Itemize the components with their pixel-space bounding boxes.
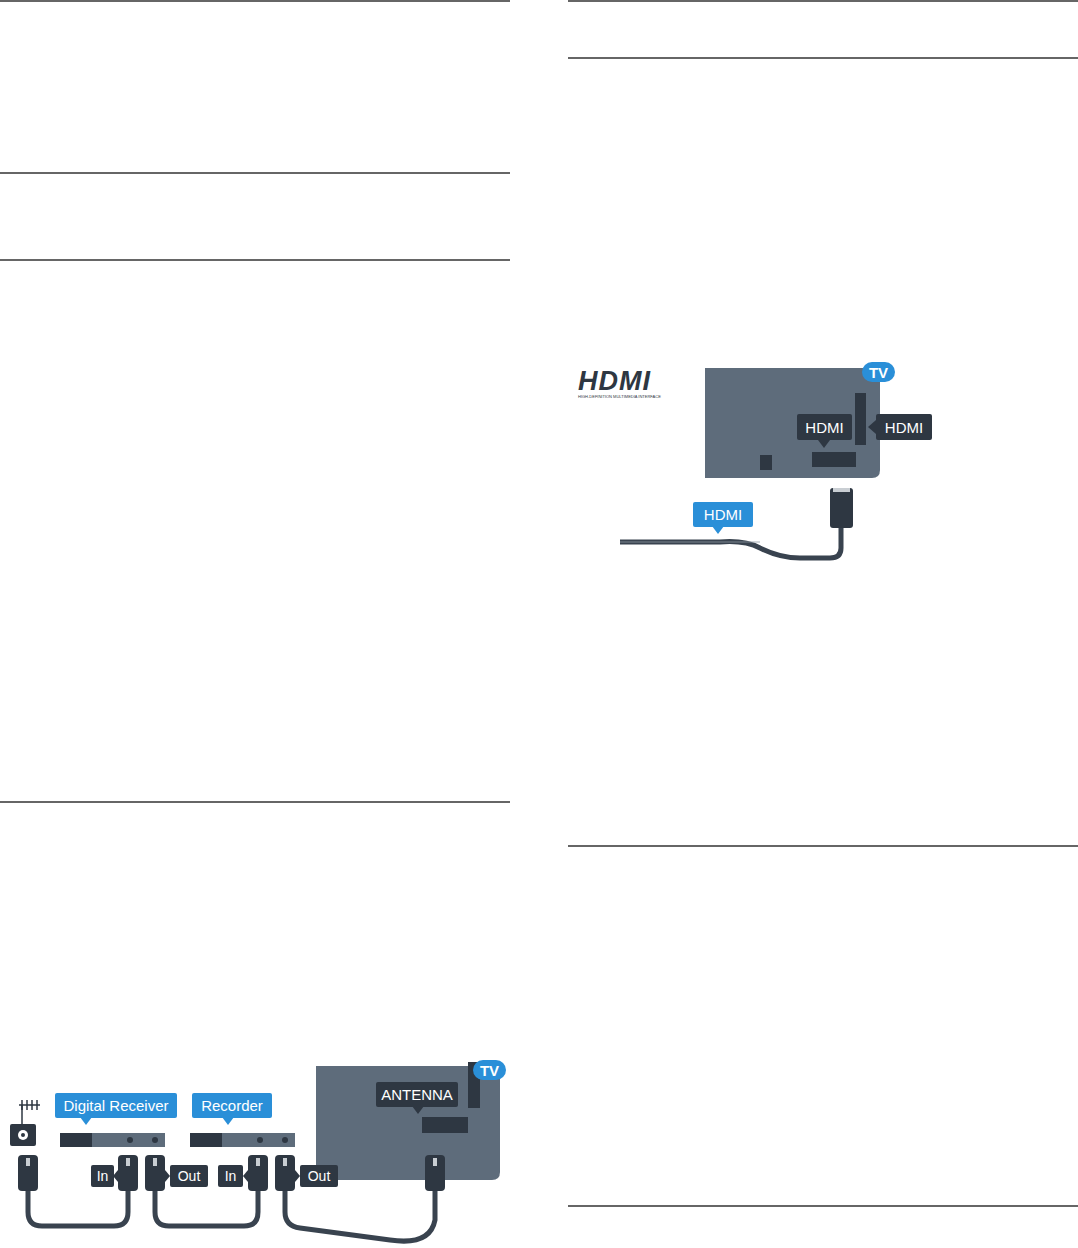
- tv-badge: TV: [473, 1060, 506, 1080]
- tv-badge: TV: [862, 362, 895, 382]
- port-callout: ANTENNA: [376, 1082, 458, 1107]
- callout-text: In: [97, 1168, 109, 1184]
- out-callout: Out: [170, 1165, 208, 1187]
- callout-text: HDMI: [805, 419, 843, 436]
- port-callout: HDMI: [797, 414, 852, 440]
- callout-text: ANTENNA: [381, 1086, 453, 1103]
- cable-callout: HDMI: [693, 502, 753, 527]
- out-callout: Out: [300, 1165, 338, 1187]
- logo-subtitle: HIGH-DEFINITION MULTIMEDIA INTERFACE: [578, 394, 661, 399]
- device-callout: Digital Receiver: [55, 1093, 177, 1118]
- port-callout: HDMI: [876, 414, 932, 440]
- in-callout: In: [218, 1165, 243, 1187]
- callout-text: In: [225, 1168, 237, 1184]
- device-callout: Recorder: [192, 1093, 272, 1118]
- callout-text: Digital Receiver: [63, 1097, 168, 1114]
- callout-text: Recorder: [201, 1097, 263, 1114]
- callout-text: HDMI: [704, 506, 742, 523]
- in-callout: In: [91, 1165, 114, 1187]
- callout-text: Out: [178, 1168, 201, 1184]
- callout-text: Out: [308, 1168, 331, 1184]
- callout-text: TV: [480, 1062, 499, 1079]
- hdmi-logo: HDMI: [578, 366, 651, 397]
- callout-text: TV: [869, 364, 888, 381]
- callout-text: HDMI: [885, 419, 923, 436]
